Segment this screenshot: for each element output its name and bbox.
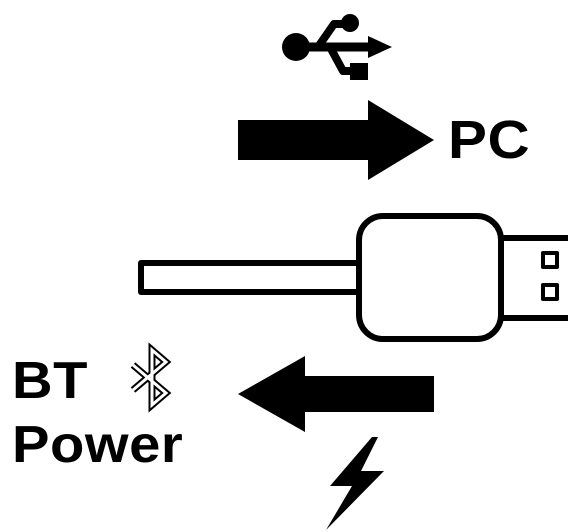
- bt-label: BT: [12, 352, 88, 410]
- pc-label: PC: [448, 110, 531, 170]
- power-label: Power: [12, 416, 184, 474]
